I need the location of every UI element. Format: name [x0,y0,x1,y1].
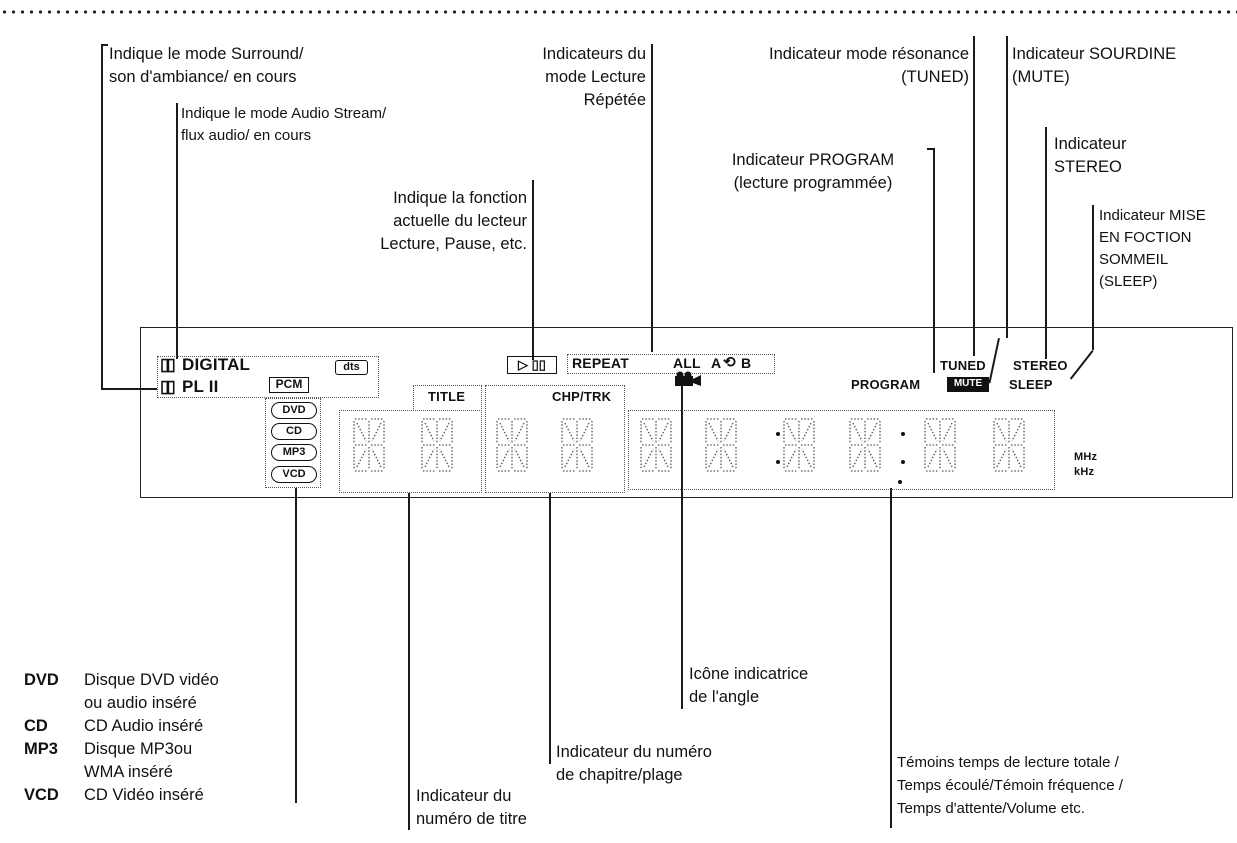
disc-pill-cd: CD [271,423,317,440]
legend-key-dvd: DVD [24,671,59,689]
repeat-b-text: B [741,355,752,371]
label-audio-stream: Indique le mode Audio Stream/ flux audio… [181,105,387,144]
angle-camera-icon [675,371,701,386]
leader-surround-h1 [101,44,108,46]
leader-program [933,148,935,373]
label-repeat-mode: Indicateurs du mode Lecture Répétée [542,45,646,109]
leader-title [408,493,410,830]
leader-time [890,488,892,828]
segment-digit [846,415,884,475]
leader-surround-h2 [101,388,157,390]
program-text: PROGRAM [851,377,921,392]
leader-program-h [927,148,934,150]
khz-text: kHz [1074,466,1095,478]
leader-tuned [973,36,975,356]
leader-audio-stream [176,103,178,359]
leader-disc [295,488,297,803]
dts-badge: dts [335,360,368,375]
disc-pill-mp3: MP3 [271,444,317,461]
leader-stereo [1045,127,1047,359]
leader-sleep [1092,205,1094,350]
title-text: TITLE [428,389,466,404]
stereo-text: STEREO [1013,358,1068,373]
label-title-number: Indicateur du numéro de titre [416,787,527,828]
title-tab [413,385,482,411]
legend-key-cd: CD [24,717,48,735]
colon-dot [898,480,902,484]
label-time: Témoins temps de lecture totale / Temps … [897,754,1123,817]
play-pause-indicator: ▷ ▯▯ [507,356,557,374]
disc-pill-vcd: VCD [271,466,317,483]
label-function: Indique la fonction actuelle du lecteur … [380,189,527,253]
chptrk-text: CHP/TRK [552,389,612,404]
segment-digit [702,415,740,475]
pcm-badge: PCM [269,377,309,393]
label-mute: Indicateur SOURDINE (MUTE) [1012,45,1177,86]
sleep-text: SLEEP [1009,377,1053,392]
leader-angle [681,376,683,709]
label-sleep: Indicateur MISE EN FOCTION SOMMEIL (SLEE… [1099,207,1206,290]
leader-repeat [651,44,653,352]
repeat-a-text: A [711,355,722,371]
repeat-loop-icon: ⟲ [723,354,736,371]
segment-digit [558,415,596,475]
title-digits-box [339,410,482,493]
leader-mute [1006,36,1008,338]
segment-digit [637,415,675,475]
pl2-text: PL II [182,377,219,396]
colon-dot [901,460,905,464]
dolby-digital-box [157,356,379,398]
legend-desc-mp3: Disque MP3ou WMA inséré [84,740,193,781]
display-panel [140,327,1233,498]
disc-pill-dvd: DVD [271,402,317,419]
colon-dot [776,432,780,436]
segment-digit [921,415,959,475]
time-digits-box [628,410,1055,490]
label-program: Indicateur PROGRAM (lecture programmée) [731,151,895,192]
leader-chapter [549,493,551,764]
disc-indicator-box [265,398,321,488]
digital-text: DIGITAL [182,355,251,374]
all-text: ALL [673,355,701,371]
label-stereo: Indicateur STEREO [1054,135,1127,176]
dolby-pl-icon: ▯▯ [160,377,176,396]
legend-key-vcd: VCD [24,786,59,804]
leader-surround-v [101,44,103,389]
mute-badge: MUTE [947,377,989,392]
dolby-dd-icon: ▯▯ [160,355,176,374]
label-chapter: Indicateur du numéro de chapitre/plage [556,743,712,784]
colon-dot [776,460,780,464]
segment-digit [780,415,818,475]
segment-digit [418,415,456,475]
legend-key-mp3: MP3 [24,740,58,758]
segment-digit [493,415,531,475]
legend-desc-dvd: Disque DVD vidéo ou audio inséré [84,671,219,712]
segment-digit [990,415,1028,475]
chptrk-box [485,385,625,493]
legend-desc-vcd: CD Vidéo inséré [84,786,204,804]
tuned-text: TUNED [940,358,986,373]
repeat-box [567,354,775,374]
repeat-text: REPEAT [572,355,629,371]
label-resonance: Indicateur mode résonance (TUNED) [769,45,969,86]
label-surround: Indique le mode Surround/ son d'ambiance… [109,45,304,86]
mhz-text: MHz [1074,451,1098,463]
segment-digit [350,415,388,475]
label-angle: Icône indicatrice de l'angle [689,665,809,706]
leader-function [532,180,534,360]
legend-desc-cd: CD Audio inséré [84,717,204,735]
colon-dot [901,432,905,436]
top-dotted-rule [0,9,1237,15]
